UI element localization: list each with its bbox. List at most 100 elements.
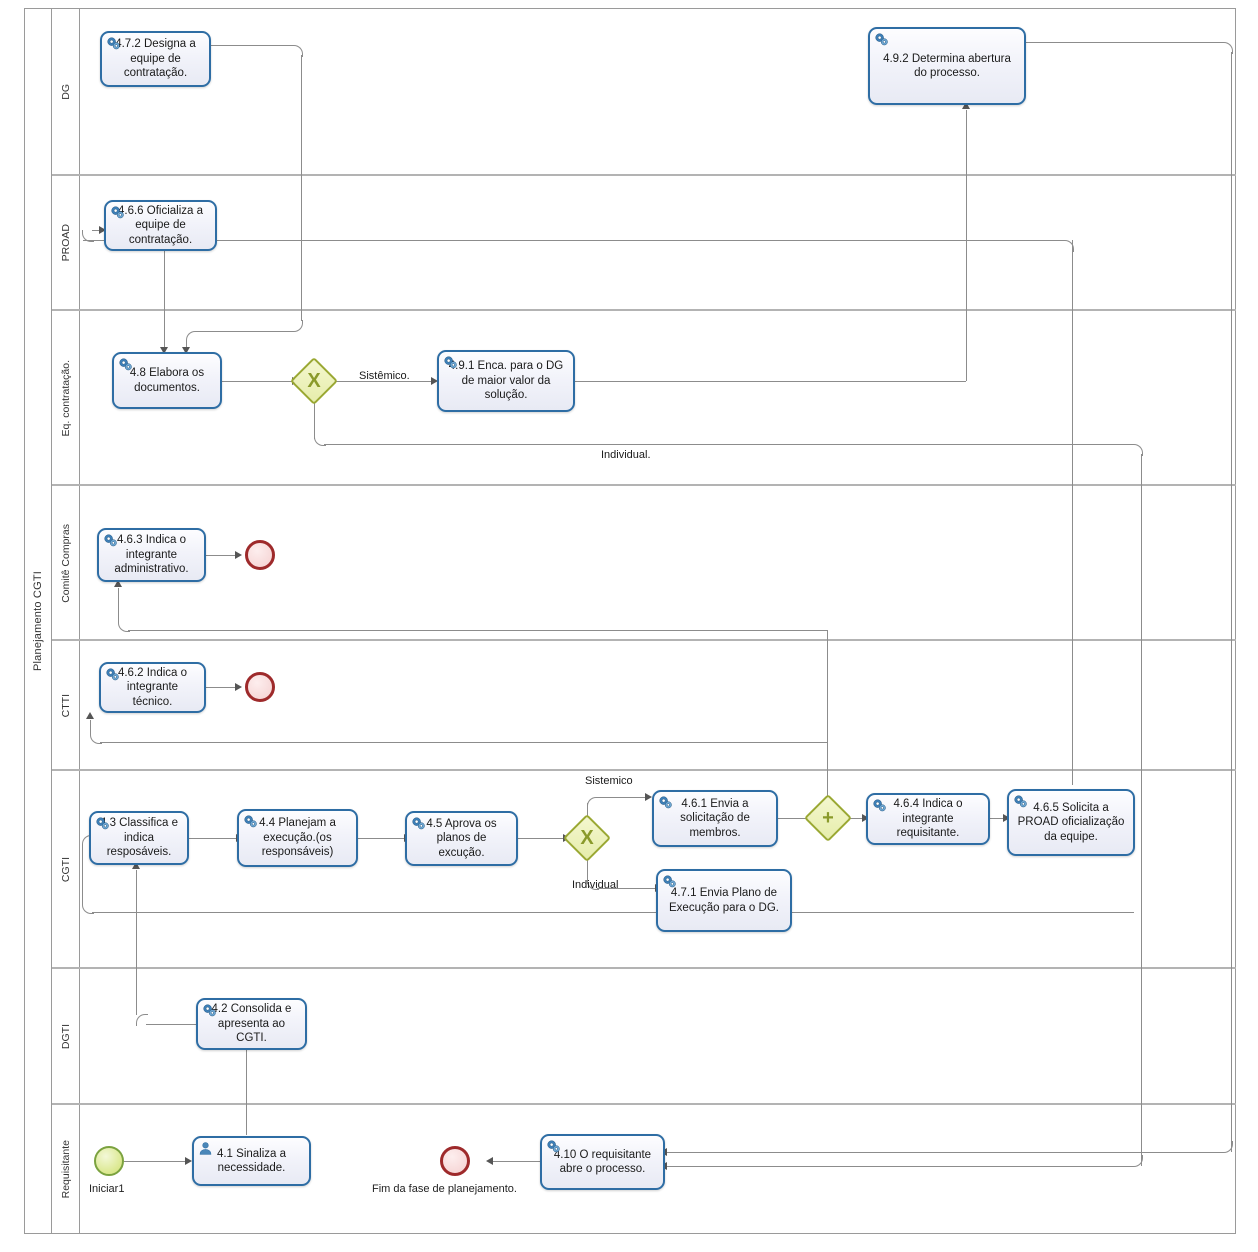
flow-to-462: [827, 742, 828, 806]
flow-arrow: [86, 712, 94, 719]
end-event-comite[interactable]: [245, 540, 275, 570]
flow-start-to-41: [124, 1161, 186, 1162]
flow-individual-eqcon: [665, 1166, 1132, 1167]
lane-divider: [52, 1103, 1236, 1105]
lane-header-dg: DG: [52, 9, 80, 175]
task-4-6-1[interactable]: 4.6.1 Envia a solicitação de membros.: [652, 790, 778, 847]
lane-divider: [52, 639, 1236, 641]
end-event-ctti[interactable]: [245, 672, 275, 702]
task-4-1[interactable]: 4.1 Sinaliza a necessidade.: [192, 1136, 311, 1186]
end-event-fim-planejamento[interactable]: [440, 1146, 470, 1176]
flow-corner: [587, 878, 599, 890]
service-gear-icon: [1014, 795, 1027, 808]
task-label: 4.2 Consolida e apresenta ao CGTI.: [211, 1003, 292, 1045]
flow-label-individual-eqcon: Individual.: [601, 449, 651, 461]
flow-corner: [82, 230, 94, 242]
lane-header-dgti: DGTI: [52, 969, 80, 1104]
flow-492-to-410: [1231, 52, 1232, 1152]
lane-comite-compras: Comitê Compras: [52, 486, 1236, 640]
start-event-iniciar1[interactable]: [94, 1146, 124, 1176]
task-4-4[interactable]: 4.4 Planejam a execução.(os responsáveis…: [237, 809, 358, 867]
lane-label-ctti: CTTI: [59, 693, 72, 718]
flow-corner: [291, 45, 303, 57]
flow-410-to-end: [489, 1161, 540, 1162]
service-gear-icon: [873, 799, 886, 812]
flow-to-committees: [827, 630, 828, 805]
flow-492-to-410: [1026, 42, 1222, 43]
flow-472-to-48: [196, 331, 292, 332]
lane-header-ctti: CTTI: [52, 641, 80, 770]
service-gear-icon: [96, 817, 109, 830]
flow-to-463: [118, 588, 119, 621]
task-4-6-5[interactable]: 4.6.5 Solicita a PROAD oficialização da …: [1007, 789, 1135, 856]
task-4-8[interactable]: 4.8 Elabora os documentos.: [112, 352, 222, 409]
lane-header-eq-contratacao: Eq. contratação.: [52, 311, 80, 485]
user-task-icon: [199, 1142, 212, 1155]
task-4-2[interactable]: 4.2 Consolida e apresenta ao CGTI.: [196, 998, 307, 1050]
flow-corner: [118, 620, 130, 632]
service-gear-icon: [104, 534, 117, 547]
lane-divider: [52, 309, 1236, 311]
lane-header-cgti: CGTI: [52, 771, 80, 968]
lane-header-comite-compras: Comitê Compras: [52, 486, 80, 640]
flow-arrow: [1003, 814, 1010, 822]
lane-proad: PROAD: [52, 176, 1236, 310]
task-4-7-2[interactable]: 4.7.2 Designa a equipe de contratação.: [100, 31, 211, 87]
flow-label-individual-cgti: Individual: [572, 879, 619, 891]
task-label: 4.6.1 Envia a solicitação de membros.: [680, 797, 750, 839]
lane-label-dgti: DGTI: [59, 1023, 72, 1050]
lane-header-requisitante: Requisitante: [52, 1105, 80, 1234]
task-label: 4.6.5 Solicita a PROAD oficialização da …: [1017, 801, 1125, 843]
flow-461-to-parallel: [778, 818, 812, 819]
lane-label-requisitante: Requisitante: [59, 1140, 72, 1199]
service-gear-icon: [203, 1004, 216, 1017]
task-4-10[interactable]: 4.10 O requisitante abre o processo.: [540, 1134, 665, 1190]
flow-arrow: [486, 1157, 493, 1165]
flow-gateway-individual: [597, 888, 656, 889]
service-gear-icon: [659, 796, 672, 809]
task-4-9-1[interactable]: 4.9.1 Enca. para o DG de maior valor da …: [437, 350, 575, 412]
task-label: 4.10 O requisitante abre o processo.: [553, 1148, 652, 1176]
service-gear-icon: [111, 206, 124, 219]
flow-arrow: [235, 683, 242, 691]
start-event-caption: Iniciar1: [89, 1183, 125, 1195]
task-4-3[interactable]: 4.3 Classifica e indica resposáveis.: [89, 811, 189, 865]
flow-arrow: [185, 1157, 192, 1165]
lane-dg: DG: [52, 9, 1236, 175]
flow-arrow: [182, 347, 190, 354]
flow-466-to-48: [164, 251, 165, 350]
lane-label-eq-contratacao: Eq. contratação.: [59, 359, 72, 437]
flow-491-to-492: [575, 381, 966, 382]
task-4-6-3[interactable]: 4.6.3 Indica o integrante administrativo…: [97, 528, 206, 582]
flow-to-462: [100, 742, 828, 743]
flow-465-to-466: [92, 230, 104, 231]
flow-472-to-48: [301, 55, 302, 321]
service-gear-icon: [412, 817, 425, 830]
flow-gateway-individual: [587, 842, 588, 884]
lane-label-proad: PROAD: [59, 224, 72, 262]
flow-492-to-410: [665, 1152, 1222, 1153]
task-label: 4.6.2 Indica o integrante técnico.: [117, 666, 188, 708]
flow-arrow: [160, 347, 168, 354]
flow-corner: [1131, 444, 1143, 456]
lane-dgti: DGTI: [52, 969, 1236, 1104]
flow-arrow: [132, 862, 140, 869]
service-gear-icon: [119, 358, 132, 371]
flow-arrow: [114, 580, 122, 587]
task-4-6-4[interactable]: 4.6.4 Indica o integrante requisitante.: [866, 793, 990, 845]
task-4-7-1[interactable]: 4.7.1 Envia Plano de Execução para o DG.: [656, 869, 792, 932]
lane-label-comite-compras: Comitê Compras: [59, 523, 72, 603]
flow-corner: [82, 902, 94, 914]
lane-requisitante: Requisitante: [52, 1105, 1236, 1234]
flow-gateway-sistemico-eqcon: [333, 381, 433, 382]
flow-corner: [186, 331, 198, 343]
task-label: 4.4 Planejam a execução.(os responsáveis…: [259, 817, 336, 859]
task-4-5[interactable]: 4.5 Aprova os planos de excução.: [405, 811, 518, 866]
service-gear-icon: [106, 668, 119, 681]
lane-divider: [52, 967, 1236, 969]
task-4-9-2[interactable]: 4.9.2 Determina abertura do processo.: [868, 27, 1026, 105]
flow-42-to-43: [146, 1024, 196, 1025]
task-4-6-2[interactable]: 4.6.2 Indica o integrante técnico.: [99, 662, 206, 713]
task-4-6-6[interactable]: 4.6.6 Oficializa a equipe de contratação…: [104, 200, 217, 251]
task-label: 4.6.3 Indica o integrante administrativo…: [114, 534, 189, 576]
